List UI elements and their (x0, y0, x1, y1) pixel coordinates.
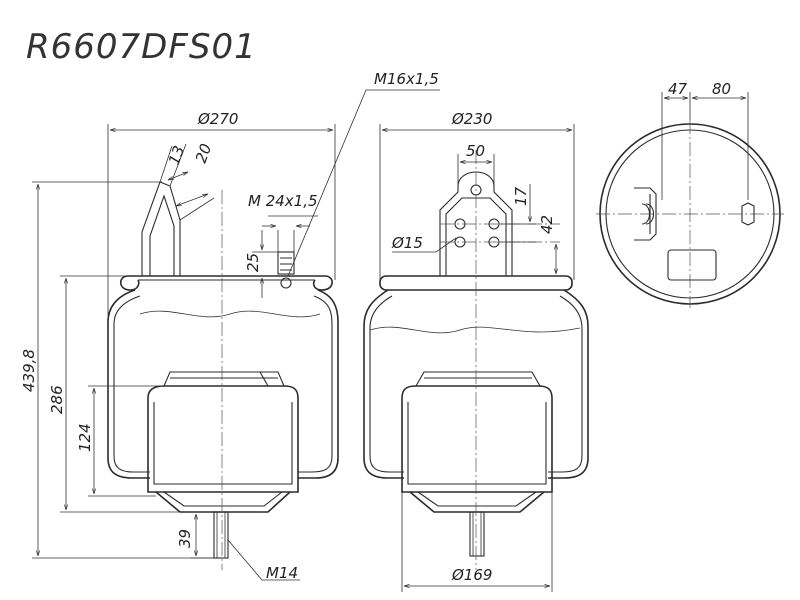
dim-m14: M14 (266, 564, 298, 582)
dim-h439: 439,8 (20, 349, 38, 392)
dim-m16: M16x1,5 (374, 70, 439, 88)
dim-a13: 13 (165, 143, 188, 167)
dim-h25: 25 (244, 253, 262, 272)
middle-dimensions: Ø230 50 17 42 Ø15 Ø169 (379, 110, 575, 592)
dim-m24: M 24x1,5 (248, 192, 318, 210)
part-number-title: R6607DFS01 (26, 27, 257, 67)
dim-h39: 39 (176, 529, 194, 548)
dim-h17: 17 (512, 186, 530, 206)
dim-d15: Ø15 (391, 234, 423, 252)
dim-d270: Ø270 (197, 110, 238, 128)
dim-w80: 80 (712, 80, 731, 98)
dim-h124: 124 (76, 423, 94, 452)
dim-d230: Ø230 (451, 110, 492, 128)
dim-h42: 42 (538, 215, 556, 234)
right-dimensions: 47 80 (661, 80, 749, 200)
middle-view (363, 150, 589, 570)
dim-w47: 47 (668, 80, 688, 98)
dim-w50: 50 (466, 142, 485, 160)
dim-d169: Ø169 (451, 566, 492, 584)
left-view (107, 181, 339, 570)
left-dimensions: Ø270 439,8 286 124 39 25 M 24x1,5 M16x1,… (20, 70, 440, 582)
dim-h286: 286 (48, 385, 66, 414)
right-view (596, 120, 784, 308)
dim-a20: 20 (192, 141, 215, 165)
